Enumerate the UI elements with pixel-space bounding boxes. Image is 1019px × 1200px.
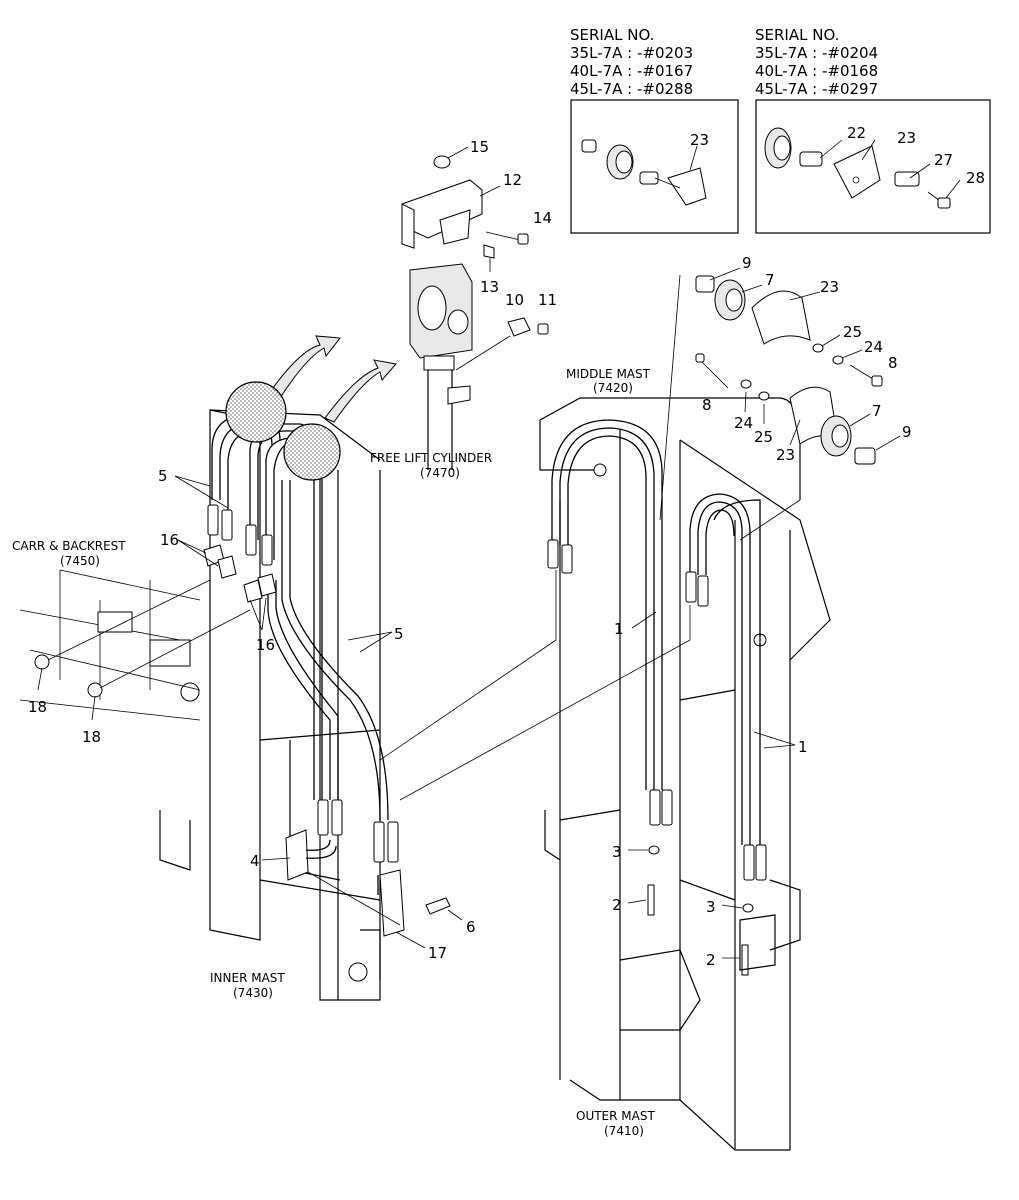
callout-17: 17	[428, 944, 447, 962]
callout-14: 14	[533, 209, 552, 227]
hoses-inner	[207, 414, 399, 863]
callout-2: 2	[706, 951, 716, 969]
callout-28: 28	[966, 169, 985, 187]
serial-line: 45L-7A : -#0297	[755, 80, 878, 98]
serial-line: 45L-7A : -#0288	[570, 80, 693, 98]
serial-box-frame	[570, 99, 739, 234]
serial-heading: SERIAL NO.	[755, 26, 839, 44]
roller-assembly-new	[764, 127, 961, 209]
callout-22: 22	[847, 124, 866, 142]
serial-heading: SERIAL NO.	[570, 26, 654, 44]
callout-8: 8	[702, 396, 712, 414]
label-outer-mast: OUTER MAST	[576, 1109, 655, 1123]
callout-23: 23	[897, 129, 916, 147]
callout-9: 9	[902, 423, 912, 441]
callout-24: 24	[734, 414, 753, 432]
callout-23: 23	[690, 131, 709, 149]
callout-25: 25	[754, 428, 773, 446]
serial-line: 35L-7A : -#0203	[570, 44, 693, 62]
callout-5: 5	[394, 625, 404, 643]
callout-23: 23	[820, 278, 839, 296]
label-outer-mast-code: (7410)	[604, 1124, 644, 1138]
callout-15: 15	[470, 138, 489, 156]
callout-16: 16	[160, 531, 179, 549]
callout-6: 6	[466, 918, 476, 936]
callout-7: 7	[765, 271, 775, 289]
callout-18: 18	[28, 698, 47, 716]
callout-10: 10	[505, 291, 524, 309]
label-carr-backrest: CARR & BACKREST	[12, 539, 126, 553]
inner-mast	[159, 409, 381, 1001]
cylinder-bracket-group	[401, 146, 529, 272]
callout-1: 1	[798, 738, 808, 756]
callout-11: 11	[538, 291, 557, 309]
manifold-block	[285, 829, 451, 937]
lower-sheave-assembly	[695, 353, 876, 465]
hoses-outer	[379, 274, 801, 881]
label-free-lift-cylinder-code: (7470)	[420, 466, 460, 480]
carriage-backrest	[19, 569, 251, 721]
label-inner-mast: INNER MAST	[210, 971, 285, 985]
callout-3: 3	[612, 843, 622, 861]
label-middle-mast-code: (7420)	[593, 381, 633, 395]
free-lift-cylinder	[409, 263, 549, 470]
arrow-icon	[324, 359, 397, 423]
middle-outer-mast	[539, 397, 831, 1151]
label-middle-mast: MIDDLE MAST	[566, 367, 651, 381]
callout-23: 23	[776, 446, 795, 464]
callout-27: 27	[934, 151, 953, 169]
callout-5: 5	[158, 467, 168, 485]
callout-18: 18	[82, 728, 101, 746]
callout-3: 3	[706, 898, 716, 916]
callout-12: 12	[503, 171, 522, 189]
serial-line: 40L-7A : -#0167	[570, 62, 693, 80]
label-carr-backrest-code: (7450)	[60, 554, 100, 568]
serial-box-left: SERIAL NO. 35L-7A : -#0203 40L-7A : -#01…	[570, 26, 739, 234]
callout-24: 24	[864, 338, 883, 356]
callout-2: 2	[612, 896, 622, 914]
callout-8: 8	[888, 354, 898, 372]
serial-line: 40L-7A : -#0168	[755, 62, 878, 80]
label-inner-mast-code: (7430)	[233, 986, 273, 1000]
callout-9: 9	[742, 254, 752, 272]
magnifier-icon	[283, 423, 341, 481]
label-free-lift-cylinder: FREE LIFT CYLINDER	[370, 451, 492, 465]
callout-4: 4	[250, 852, 260, 870]
serial-box-right: SERIAL NO. 35L-7A : -#0204 40L-7A : -#01…	[755, 26, 991, 234]
elbow-fittings	[203, 544, 277, 603]
callout-7: 7	[872, 402, 882, 420]
callout-25: 25	[843, 323, 862, 341]
callout-1: 1	[614, 620, 624, 638]
pins-and-rings	[647, 845, 776, 976]
roller-assembly-old	[581, 139, 707, 206]
upper-sheave-assembly	[695, 275, 883, 387]
magnifier-icon	[225, 381, 287, 443]
arrow-icon	[269, 335, 341, 399]
serial-line: 35L-7A : -#0204	[755, 44, 878, 62]
callout-13: 13	[480, 278, 499, 296]
callout-16: 16	[256, 636, 275, 654]
